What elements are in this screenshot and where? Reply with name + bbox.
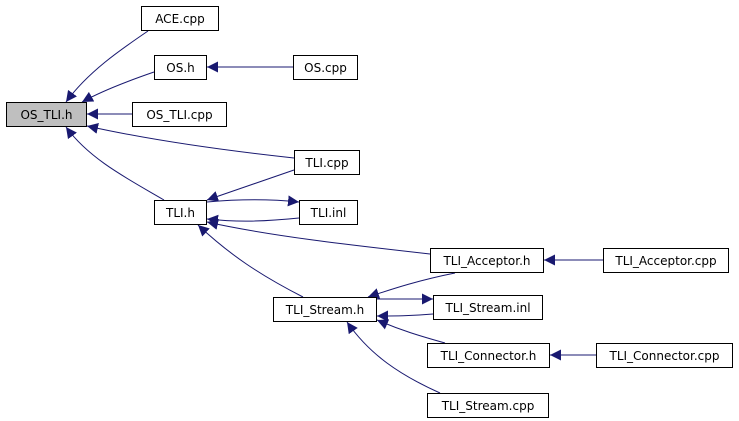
node-os-cpp[interactable]: OS.cpp <box>293 55 358 80</box>
edge-tli-inl-to-tli-h <box>206 214 300 226</box>
node-tli-connector-cpp[interactable]: TLI_Connector.cpp <box>596 343 733 368</box>
node-tli-inl[interactable]: TLI.inl <box>299 200 358 225</box>
edge-tli-acceptor-h-to-tli-stream-h <box>367 272 456 299</box>
node-tli-acceptor-cpp[interactable]: TLI_Acceptor.cpp <box>603 248 729 273</box>
node-os-h[interactable]: OS.h <box>154 55 207 80</box>
node-tli-connector-h[interactable]: TLI_Connector.h <box>427 343 550 368</box>
edge-tli-cpp-to-tli-h <box>206 169 295 202</box>
edge-tli-acceptor-h-to-tli-h <box>206 219 431 255</box>
edge-tli-cpp-to-os-tli-h <box>86 123 295 159</box>
edge-tli-stream-h-to-tli-h <box>197 224 304 298</box>
edge-tli-connector-h-to-tli-stream-h <box>376 319 446 344</box>
node-os-tli-cpp[interactable]: OS_TLI.cpp <box>132 102 227 127</box>
node-tli-stream-cpp[interactable]: TLI_Stream.cpp <box>427 393 549 418</box>
edge-os-h-to-os-tli-h <box>81 71 155 103</box>
node-tli-stream-inl[interactable]: TLI_Stream.inl <box>433 295 543 320</box>
node-tli-stream-h[interactable]: TLI_Stream.h <box>273 297 377 322</box>
node-tli-cpp[interactable]: TLI.cpp <box>294 150 360 175</box>
edge-tli-h-to-os-tli-h <box>65 126 165 201</box>
node-os-tli-h[interactable]: OS_TLI.h <box>6 102 87 127</box>
edge-tli-stream-cpp-to-tli-stream-h <box>346 321 441 394</box>
node-ace-cpp[interactable]: ACE.cpp <box>141 6 219 31</box>
edge-tli-stream-inl-to-tli-stream-h <box>376 310 434 322</box>
edge-tli-h-to-tli-inl <box>206 195 300 207</box>
edge-ace-cpp-to-os-tli-h <box>65 30 149 103</box>
node-tli-acceptor-h[interactable]: TLI_Acceptor.h <box>430 248 544 273</box>
node-tli-h[interactable]: TLI.h <box>154 200 207 225</box>
